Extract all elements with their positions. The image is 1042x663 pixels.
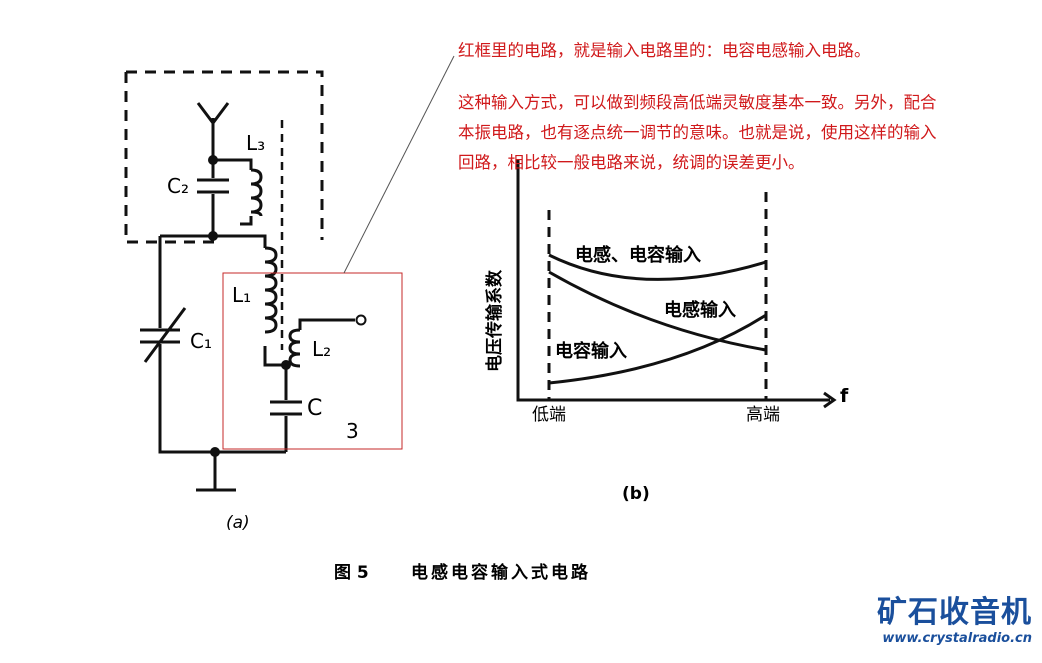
dashed-box xyxy=(124,70,324,244)
curve-label-c: 电容输入 xyxy=(555,340,627,362)
logo-name: 矿石收音机 xyxy=(877,595,1032,630)
curve-l xyxy=(548,270,767,352)
y-axis-label: 电压传输系数 xyxy=(484,269,505,372)
x-tick-high: 高端 xyxy=(746,405,780,425)
sublabel-b: (b) xyxy=(622,484,650,504)
label-c2: C₂ xyxy=(167,174,189,198)
annotation-line: 红框里的电路，就是输入电路里的：电容电感输入电路。 xyxy=(458,41,871,60)
label-l3: L₃ xyxy=(246,131,265,155)
label-l2: L₂ xyxy=(312,337,331,361)
curve-c xyxy=(548,313,767,385)
pointer-line xyxy=(343,55,455,274)
label-c1: C₁ xyxy=(190,329,212,353)
caption-number: 图 5 xyxy=(334,563,369,583)
annotation-para-3: 回路，相比较一般电路来说，统调的误差更小。 xyxy=(458,153,805,172)
annotation-paragraph: 这种输入方式，可以做到频段高低端灵敏度基本一致。另外，配合 本振电路，也有逐点统… xyxy=(458,88,1028,178)
antenna-icon xyxy=(196,102,230,160)
highlight-box xyxy=(222,272,403,450)
annotation-para-1: 这种输入方式，可以做到频段高低端灵敏度基本一致。另外，配合 xyxy=(458,93,937,112)
curve-lc xyxy=(548,253,767,281)
x-tick-low: 低端 xyxy=(532,405,566,425)
l3-coil xyxy=(250,168,263,217)
label-3: 3 xyxy=(346,419,359,443)
l2-coil xyxy=(288,318,355,368)
annotation-para-2: 本振电路，也有逐点统一调节的意味。也就是说，使用这样的输入 xyxy=(458,123,937,142)
curve-label-lc: 电感、电容输入 xyxy=(575,244,701,266)
label-c: C xyxy=(307,396,322,421)
curve-label-l: 电感输入 xyxy=(664,299,736,321)
logo-url: www.crystalradio.cn xyxy=(882,631,1032,646)
caption-title: 电感电容输入式电路 xyxy=(411,562,591,583)
l1-coil xyxy=(264,246,278,334)
graph-axes xyxy=(516,160,830,402)
site-logo[interactable]: 矿石收音机 www.crystalradio.cn xyxy=(877,596,1032,648)
label-l1: L₁ xyxy=(232,283,251,307)
sublabel-a: (a) xyxy=(226,513,250,533)
x-axis-label: f xyxy=(840,385,849,407)
